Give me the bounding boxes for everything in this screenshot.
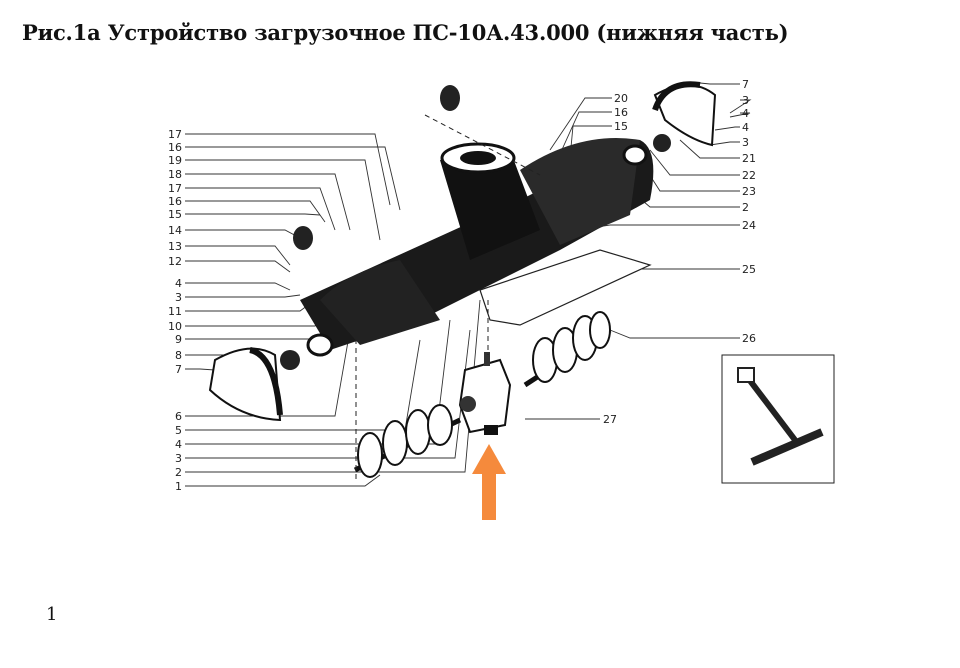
top-roller — [440, 85, 460, 111]
right-auger — [523, 311, 612, 388]
leader-line — [729, 99, 752, 114]
callout-label: 6 — [175, 410, 182, 423]
housing — [300, 138, 654, 350]
callout-label: 9 — [175, 333, 182, 346]
callout-label: 25 — [742, 263, 756, 276]
callout-label: 4 — [175, 277, 182, 290]
callout-label: 14 — [168, 224, 182, 237]
leader-line — [185, 299, 316, 312]
leader-line — [185, 146, 401, 211]
leader-line — [185, 299, 481, 473]
inset-view — [721, 354, 835, 484]
right-end-cover-rim — [652, 81, 701, 112]
leader-line — [185, 159, 381, 241]
callout-label: 7 — [175, 363, 182, 376]
leader-line — [639, 159, 740, 192]
callout-label: 15 — [614, 120, 628, 133]
callout-label: 26 — [742, 332, 756, 345]
callout-label: 18 — [168, 168, 182, 181]
callout-label: 3 — [175, 452, 182, 465]
callout-label: 2 — [175, 466, 182, 479]
callout-label: 23 — [742, 185, 756, 198]
page-number: 1 — [46, 604, 58, 625]
orange-up-arrow — [472, 444, 506, 520]
leader-line — [589, 224, 740, 229]
callout-label: 15 — [168, 208, 182, 221]
leader-line — [185, 329, 351, 417]
callout-label: 4 — [742, 121, 749, 134]
leader-line — [185, 368, 216, 371]
left-end-cover-rim — [249, 347, 283, 416]
callout-label: 3 — [175, 291, 182, 304]
figure-title: Рис.1а Устройство загрузочное ПС-10А.43.… — [22, 20, 789, 45]
bottom-plate — [479, 249, 652, 326]
leader-line — [185, 173, 351, 231]
gearbox — [458, 352, 512, 435]
callout-label: 2 — [742, 201, 749, 214]
leader-line — [714, 126, 740, 131]
leader-line — [185, 229, 301, 239]
leader-line — [609, 329, 740, 339]
leader-line — [185, 133, 391, 206]
leader-line — [729, 112, 751, 118]
leader-line — [185, 260, 291, 273]
callout-label: 22 — [742, 169, 756, 182]
callout-label: 17 — [168, 128, 182, 141]
trough-left-cover — [320, 260, 440, 345]
leader-line — [185, 282, 291, 291]
leader-line — [185, 474, 381, 487]
callout-label: 19 — [168, 154, 182, 167]
leader-line — [709, 141, 740, 146]
callout-label: 4 — [742, 107, 749, 120]
callout-label: 20 — [614, 92, 628, 105]
leader-line — [185, 200, 326, 223]
callout-label: 7 — [742, 78, 749, 91]
callout-label: 4 — [175, 438, 182, 451]
callout-label: 8 — [175, 349, 182, 362]
callout-label: 13 — [168, 240, 182, 253]
leader-line — [559, 111, 612, 155]
trough-top-cover — [520, 138, 640, 245]
leader-line — [549, 97, 612, 151]
callout-label: 21 — [742, 152, 756, 165]
left-flange — [306, 333, 334, 357]
callout-label: 24 — [742, 219, 756, 232]
callout-label: 10 — [168, 320, 182, 333]
callout-label: 5 — [175, 424, 182, 437]
leader-line — [185, 294, 301, 298]
callout-label: 3 — [742, 94, 749, 107]
callout-label: 17 — [168, 182, 182, 195]
leader-line — [185, 187, 336, 231]
callout-label: 11 — [168, 305, 182, 318]
right-bearing — [653, 134, 671, 152]
right-flange — [622, 144, 648, 166]
callout-label: 16 — [168, 195, 182, 208]
leader-line — [185, 245, 291, 266]
leader-line — [185, 213, 321, 216]
callout-label: 16 — [168, 141, 182, 154]
leader-line — [649, 149, 740, 176]
dashed-axis — [355, 114, 541, 480]
callout-label: 12 — [168, 255, 182, 268]
inlet-neck — [440, 150, 540, 260]
left-bearing — [280, 350, 300, 370]
callout-label: 16 — [614, 106, 628, 119]
leader-line — [679, 139, 740, 159]
left-roller — [293, 226, 313, 250]
left-end-cover — [208, 347, 282, 422]
callout-label: 27 — [603, 413, 617, 426]
callout-label: 1 — [175, 480, 182, 493]
callout-label: 3 — [742, 136, 749, 149]
left-auger — [353, 404, 462, 478]
